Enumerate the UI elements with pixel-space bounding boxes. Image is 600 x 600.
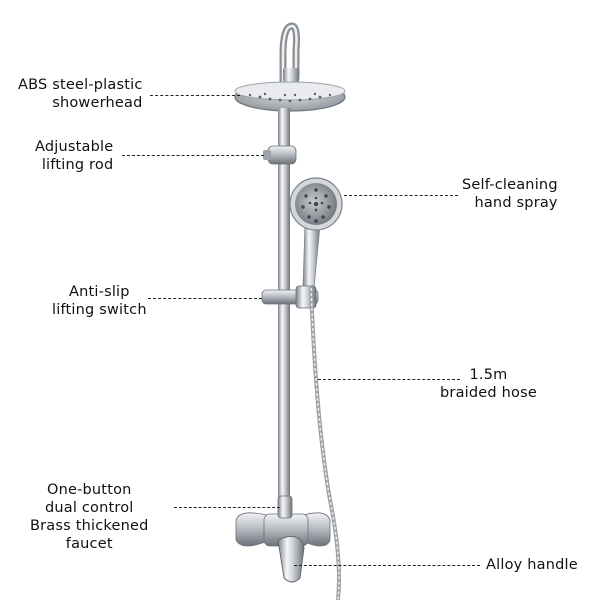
lever-handle <box>277 535 305 583</box>
label-line: 1.5m <box>469 367 508 383</box>
label-line: dual control <box>44 500 134 516</box>
label-line: hand spray <box>474 195 558 211</box>
rod-clamp <box>263 145 297 165</box>
label-line: ABS steel-plastic <box>18 77 143 93</box>
label-line: Anti-slip <box>69 284 130 300</box>
hand-spray <box>289 177 343 289</box>
label-line: lifting switch <box>52 302 147 318</box>
label-faucet: One-button dual control Brass thickened … <box>30 481 149 553</box>
overhead-showerhead <box>234 81 346 112</box>
leader-faucet <box>174 507 280 508</box>
gooseneck-arm <box>279 22 300 114</box>
label-hose: 1.5m braided hose <box>440 366 537 402</box>
label-handle: Alloy handle <box>486 556 578 574</box>
leader-lifting-rod <box>122 155 264 156</box>
leader-hand-spray <box>344 195 458 196</box>
label-line: Self-cleaning <box>462 177 558 193</box>
label-line: showerhead <box>52 95 143 111</box>
leader-lifting-switch <box>148 298 262 299</box>
leader-hose <box>318 379 460 380</box>
leader-handle <box>294 565 480 566</box>
label-line: Adjustable <box>35 139 114 155</box>
label-lifting-switch: Anti-slip lifting switch <box>52 283 147 319</box>
label-line: faucet <box>65 536 113 552</box>
label-line: Alloy handle <box>486 557 578 573</box>
hose-line <box>309 287 341 600</box>
riser-pipe <box>278 108 290 518</box>
label-hand-spray: Self-cleaning hand spray <box>462 176 558 212</box>
label-lifting-rod: Adjustable lifting rod <box>35 138 113 174</box>
label-showerhead: ABS steel-plastic showerhead <box>18 76 143 112</box>
leader-showerhead <box>150 95 240 96</box>
label-line: braided hose <box>440 385 537 401</box>
label-line: One-button <box>46 482 132 498</box>
label-line: lifting rod <box>41 157 114 173</box>
label-line: Brass thickened <box>30 518 149 534</box>
